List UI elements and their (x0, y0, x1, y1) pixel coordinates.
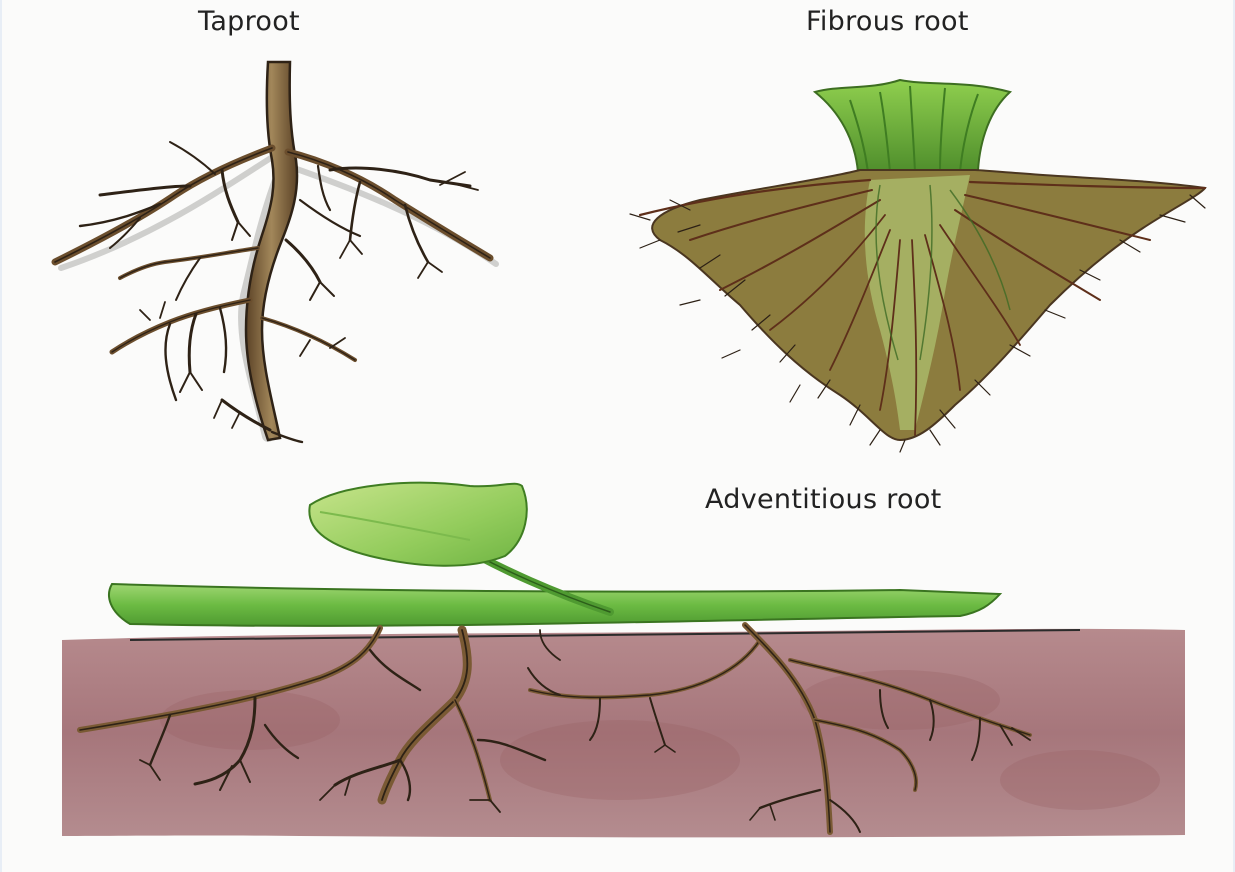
taproot-illustration (55, 62, 496, 442)
fibrous-root-illustration (630, 80, 1205, 452)
adventitious-root-illustration (62, 483, 1185, 838)
